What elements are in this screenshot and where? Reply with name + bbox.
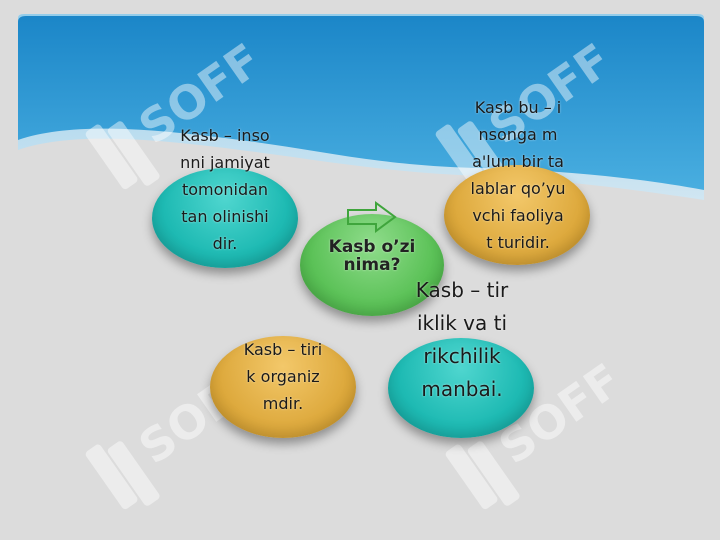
center-ellipse <box>300 214 444 316</box>
node-ellipse-bottom-right <box>388 338 534 438</box>
node-ellipse-top-right <box>444 165 590 265</box>
center-label: Kasb o’zi nima? <box>328 237 416 275</box>
right-arrow-icon <box>347 201 397 233</box>
header-wave <box>18 14 704 200</box>
node-text-top-left: Kasb – insonni jamiyat tomonidan tan oli… <box>180 126 270 253</box>
node-ellipse-bottom-left <box>210 336 356 438</box>
node-text-bottom-left: Kasb – tirik organizmdir. <box>243 340 323 413</box>
node-text-top-right: Kasb bu – insonga ma'lum bir talablar qo… <box>470 98 566 252</box>
node-ellipse-top-left <box>152 168 298 268</box>
node-text-bottom-right: Kasb – tiriklik va tirikchilik manbai. <box>415 278 509 401</box>
